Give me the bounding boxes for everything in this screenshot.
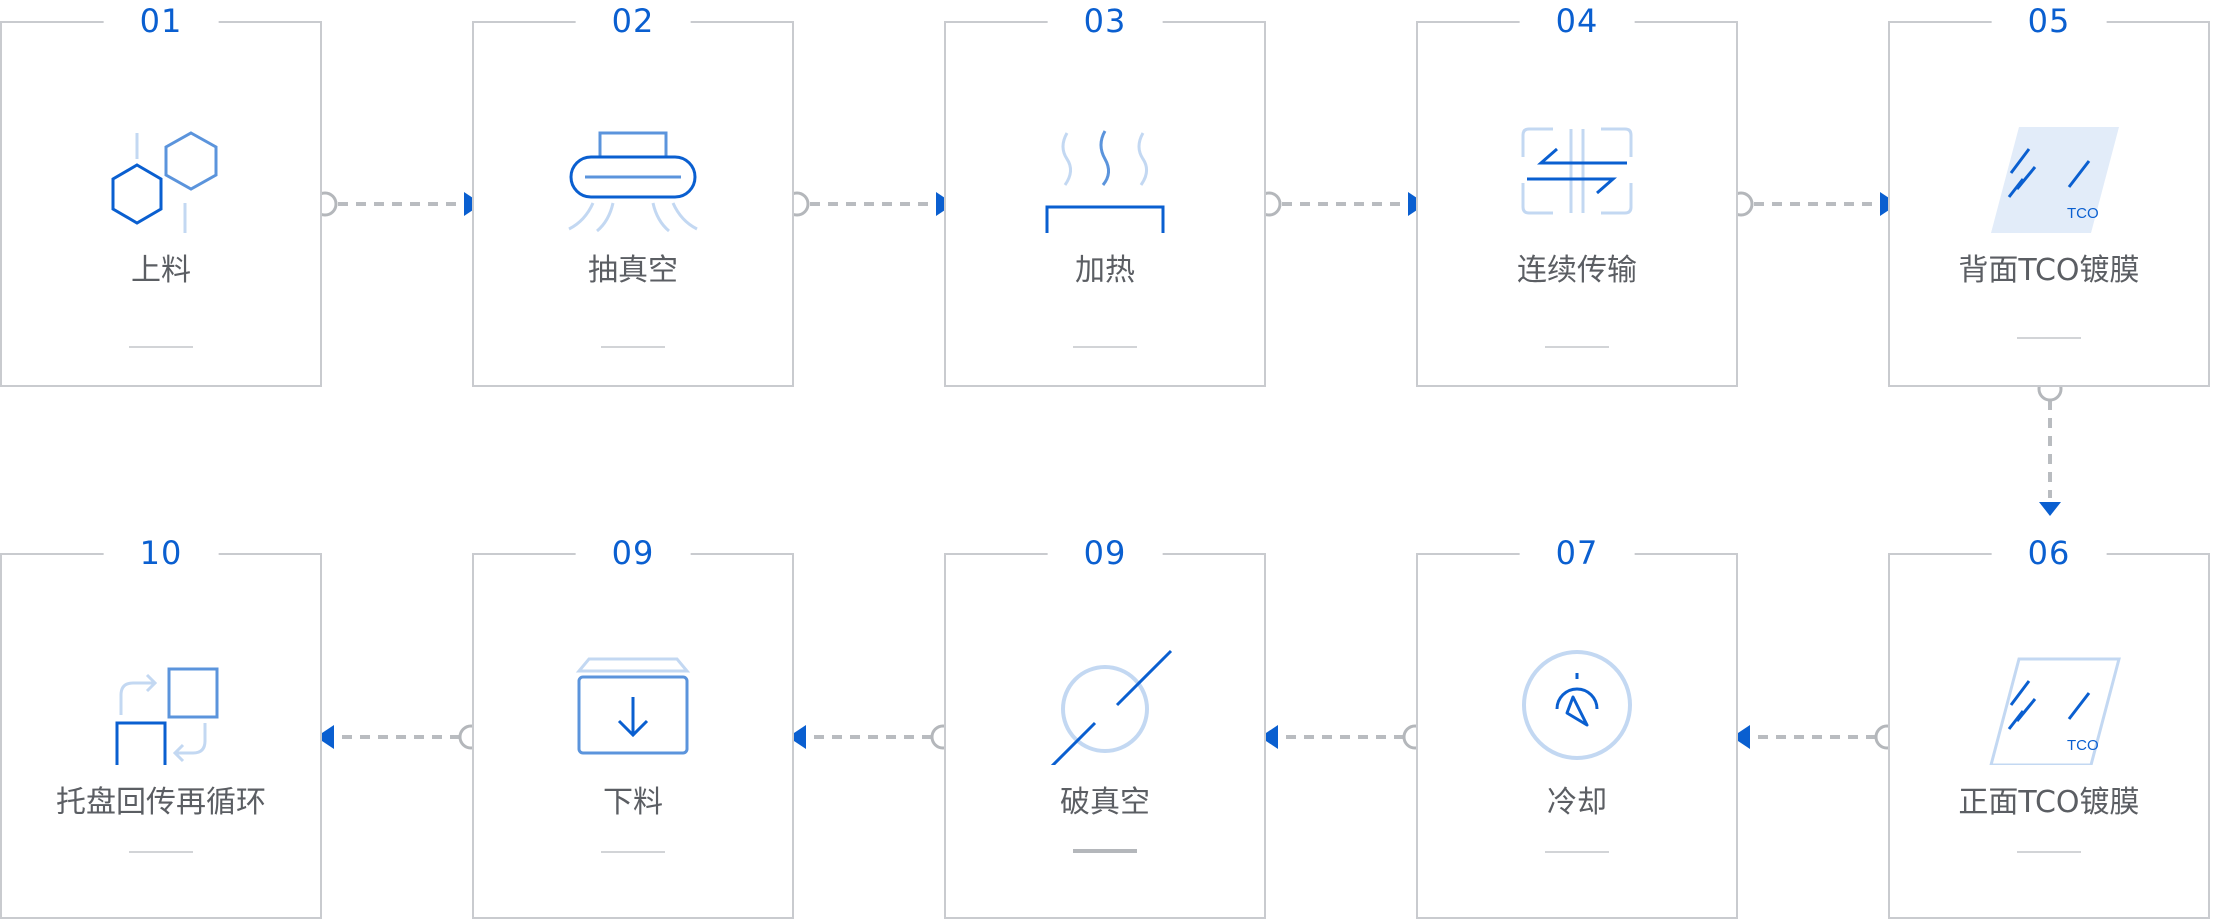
step-label: 冷却 xyxy=(1547,785,1607,820)
step-label: 加热 xyxy=(1075,253,1135,288)
arrow-down-icon xyxy=(2039,502,2061,516)
label-underline xyxy=(129,346,193,348)
step-label: 正面TCO镀膜 xyxy=(1958,785,2140,820)
step-card-02: 02 抽真空 xyxy=(472,1,794,387)
heating-icon xyxy=(1045,130,1165,233)
step-card-03: 03 加热 xyxy=(944,1,1266,387)
break-vacuum-icon xyxy=(1050,649,1173,765)
step-number: 06 xyxy=(1991,533,2107,573)
label-underline xyxy=(1073,346,1137,348)
hexagon-molecule-icon xyxy=(111,131,218,233)
label-underline xyxy=(2017,851,2081,853)
step-card-05: 05 TCO 背面TCO镀膜 xyxy=(1888,1,2210,387)
step-label: 背面TCO镀膜 xyxy=(1958,253,2140,288)
label-underline xyxy=(1073,849,1137,853)
step-label: 托盘回传再循环 xyxy=(56,785,266,820)
step-card-08: 09 破真空 xyxy=(944,533,1266,919)
step-number: 01 xyxy=(103,1,219,41)
vacuum-hood-icon xyxy=(568,131,698,233)
step-card-06: 06 TCO 正面TCO镀膜 xyxy=(1888,533,2210,919)
step-card-01: 01 上料 xyxy=(0,1,322,387)
svg-text:TCO: TCO xyxy=(2067,737,2099,754)
glass-tco-icon: TCO xyxy=(1991,127,2119,233)
step-card-07: 07 冷却 xyxy=(1416,533,1738,919)
transfer-arrows-icon xyxy=(1521,127,1633,215)
step-number: 10 xyxy=(103,533,219,573)
tray-recycle-icon xyxy=(115,667,219,765)
step-label: 下料 xyxy=(603,785,663,820)
step-number: 07 xyxy=(1519,533,1635,573)
step-label: 破真空 xyxy=(1060,785,1150,820)
step-number: 09 xyxy=(1047,533,1163,573)
step-label: 连续传输 xyxy=(1517,253,1637,288)
label-underline xyxy=(1545,346,1609,348)
step-label: 抽真空 xyxy=(588,253,678,288)
glass-tco-outline-icon: TCO xyxy=(1989,657,2121,765)
svg-text:TCO: TCO xyxy=(2067,205,2099,222)
step-number: 04 xyxy=(1519,1,1635,41)
unload-box-icon xyxy=(575,657,691,755)
label-underline xyxy=(601,346,665,348)
label-underline xyxy=(2017,337,2081,339)
cooling-gauge-icon xyxy=(1522,650,1632,760)
label-underline xyxy=(1545,851,1609,853)
step-number: 05 xyxy=(1991,1,2107,41)
step-card-10: 10 托盘回传再循环 xyxy=(0,533,322,919)
label-underline xyxy=(601,851,665,853)
step-number: 02 xyxy=(575,1,691,41)
step-card-09: 09 下料 xyxy=(472,533,794,919)
step-label: 上料 xyxy=(131,253,191,288)
step-number: 09 xyxy=(575,533,691,573)
step-number: 03 xyxy=(1047,1,1163,41)
step-card-04: 04 连续传输 xyxy=(1416,1,1738,387)
label-underline xyxy=(129,851,193,853)
